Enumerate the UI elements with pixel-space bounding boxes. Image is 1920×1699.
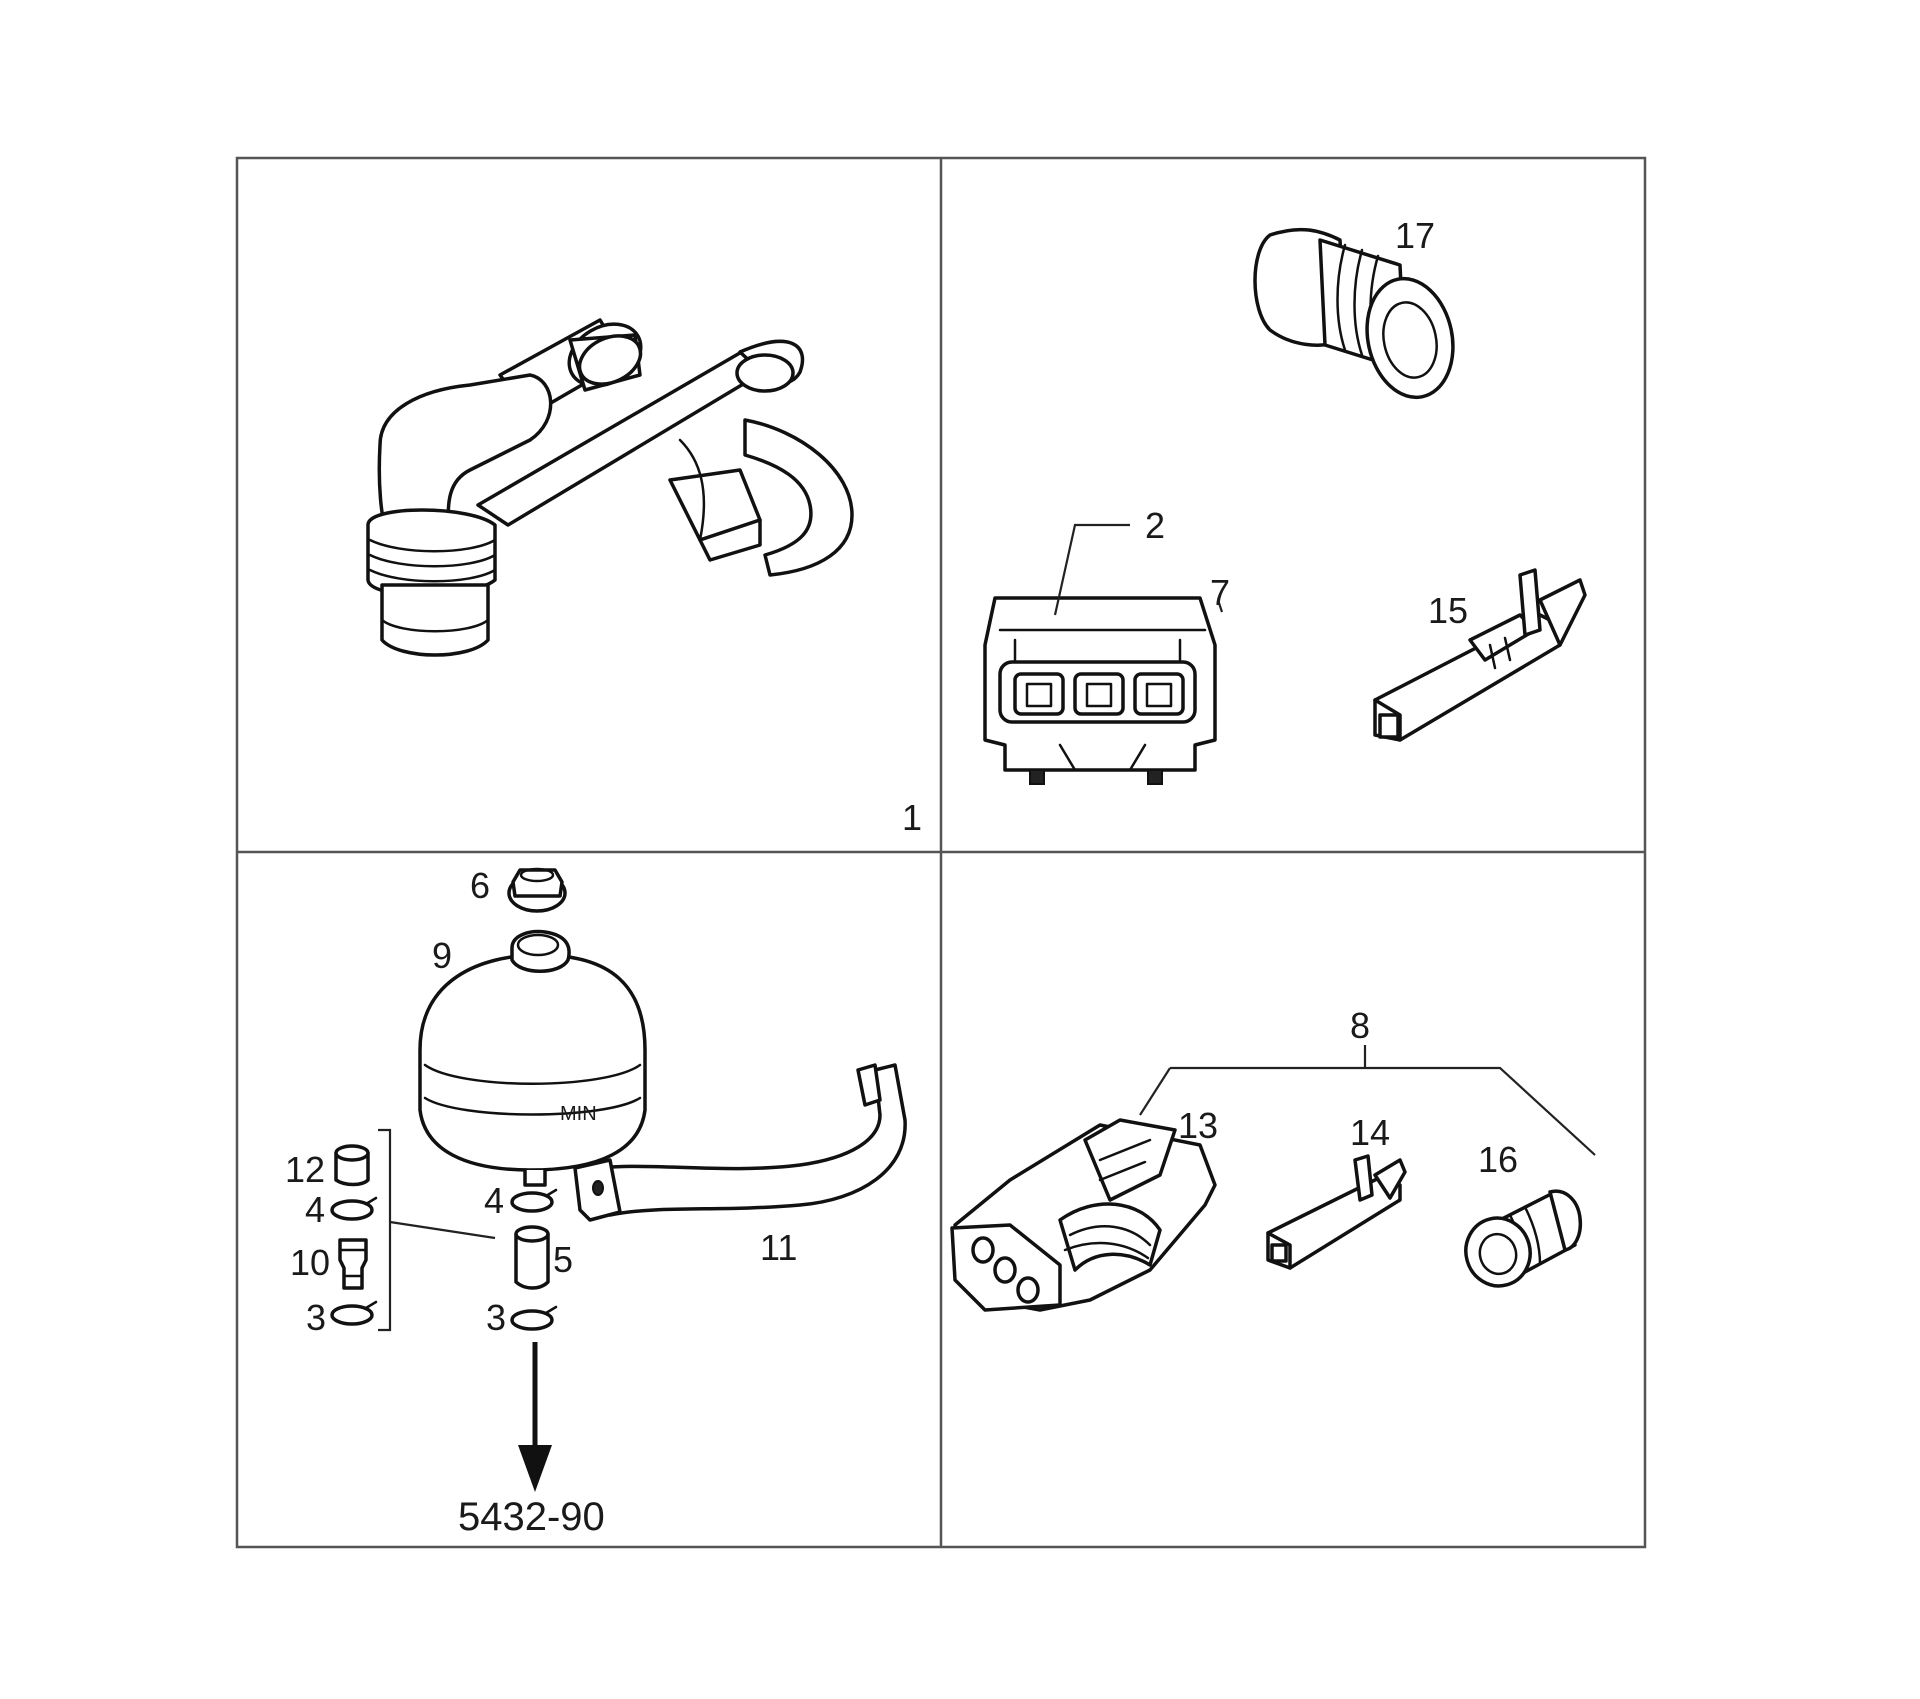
- label-2: 2: [1145, 505, 1165, 546]
- part-4-clamp-left: [330, 1196, 378, 1221]
- label-4-left: 4: [305, 1189, 325, 1230]
- label-reference: 5432-90: [458, 1495, 605, 1539]
- leader-2: [1053, 523, 1130, 616]
- part-7-connector-housing: [983, 596, 1217, 785]
- label-3-left: 3: [306, 1297, 326, 1338]
- part-16-seal: [1464, 1189, 1583, 1288]
- part-6-cap: [507, 867, 567, 913]
- diagram-frame: [235, 156, 1647, 1549]
- part-17-grommet: [1253, 227, 1455, 400]
- label-7: 7: [1210, 572, 1230, 613]
- label-12: 12: [285, 1149, 325, 1190]
- label-6: 6: [470, 865, 490, 906]
- part-1-elbow-hose: [366, 318, 854, 657]
- label-17: 17: [1395, 215, 1435, 256]
- part-11-strap: [573, 1063, 907, 1222]
- part-4-clamp-center: [510, 1188, 558, 1213]
- label-10: 10: [290, 1242, 330, 1283]
- label-4-center: 4: [484, 1180, 504, 1221]
- label-1: 1: [902, 797, 922, 838]
- part-3-clamp-left: [330, 1300, 378, 1326]
- label-5: 5: [553, 1239, 573, 1280]
- label-13: 13: [1178, 1105, 1218, 1146]
- part-9-reservoir: MIN: [418, 929, 647, 1187]
- label-8: 8: [1350, 1005, 1370, 1046]
- group-bracket: [378, 1128, 392, 1332]
- leader-7: [1216, 599, 1224, 613]
- label-14: 14: [1350, 1112, 1390, 1153]
- label-3-center: 3: [486, 1297, 506, 1338]
- reservoir-marking: MIN: [560, 1103, 597, 1125]
- part-15-terminal: [1373, 568, 1587, 742]
- kit-leader: [1139, 1045, 1596, 1156]
- part-10-fitting: [338, 1238, 368, 1290]
- part-12-plug: [334, 1144, 370, 1187]
- part-14-terminal: [1266, 1154, 1407, 1270]
- part-5-hose: [514, 1225, 550, 1290]
- label-15: 15: [1428, 590, 1468, 631]
- label-16: 16: [1478, 1139, 1518, 1180]
- part-3-clamp-center: [510, 1305, 558, 1331]
- reference-arrow: [518, 1342, 552, 1492]
- label-11: 11: [760, 1227, 797, 1268]
- group-leader: [389, 1220, 496, 1240]
- part-13-connector: [950, 1118, 1217, 1312]
- label-9: 9: [432, 935, 452, 976]
